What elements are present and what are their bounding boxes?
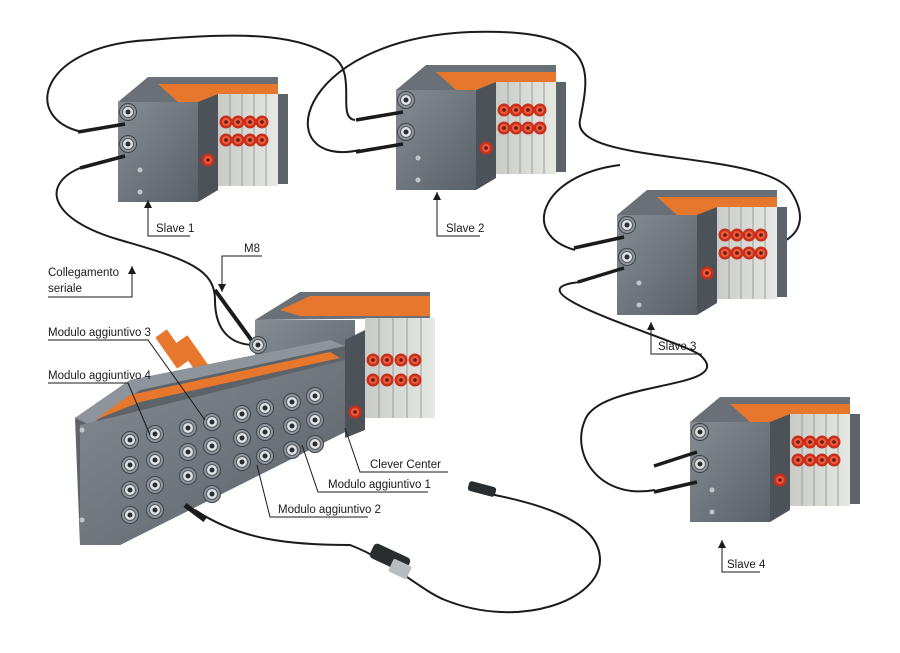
serial-link-label-line2: seriale <box>48 283 82 295</box>
slave-4-label: Slave 4 <box>727 559 766 571</box>
slave-1-module <box>118 77 288 202</box>
clever-center-assembly <box>75 288 497 579</box>
m8-label: M8 <box>244 243 260 255</box>
slave-1-label: Slave 1 <box>156 223 194 235</box>
slave-cable-stubs <box>77 110 698 494</box>
module-3-label: Modulo aggiuntivo 3 <box>48 327 151 339</box>
leader-arrows <box>128 192 726 548</box>
serial-cable <box>46 30 801 614</box>
slave-4-module <box>690 397 860 522</box>
slave-2-module <box>396 65 566 190</box>
leader-lines <box>48 192 760 573</box>
clever-center-label: Clever Center <box>370 459 441 471</box>
module-1-label: Modulo aggiuntivo 1 <box>328 479 431 491</box>
slave-3-label: Slave 3 <box>658 341 696 353</box>
serial-link-label-line1: Collegamento <box>48 267 119 279</box>
slave-3-module <box>617 190 787 315</box>
slave-2-label: Slave 2 <box>446 223 484 235</box>
module-2-label: Modulo aggiuntivo 2 <box>278 504 381 516</box>
module-4-label: Modulo aggiuntivo 4 <box>48 370 152 382</box>
